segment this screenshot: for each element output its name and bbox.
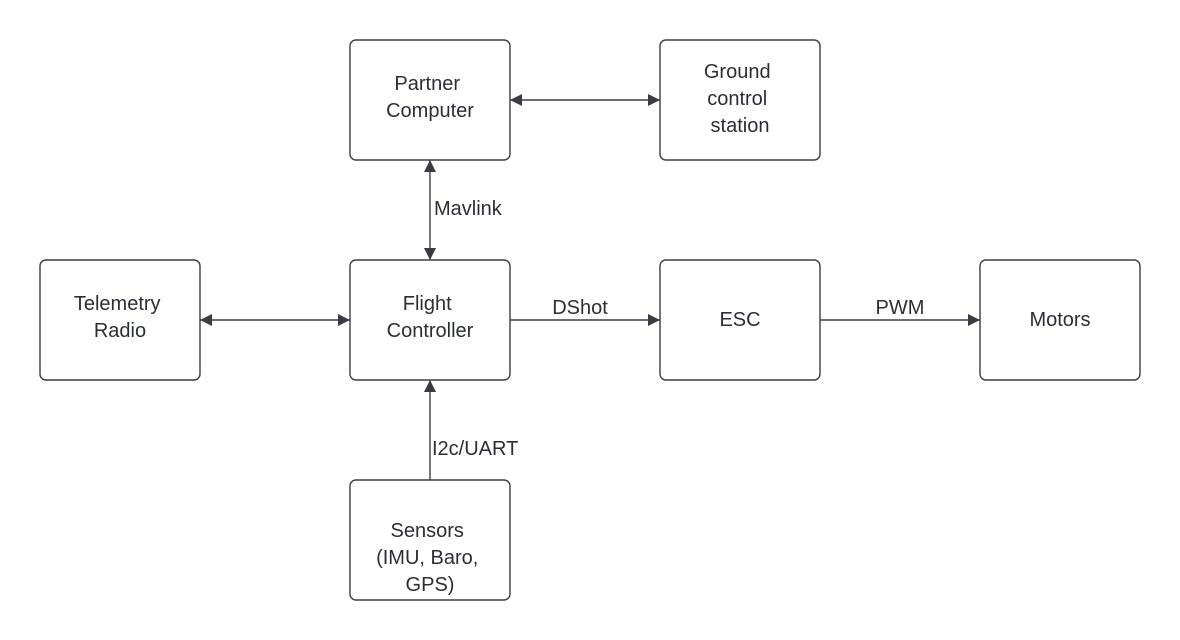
node-esc-label: ESC — [719, 309, 760, 331]
node-motors: Motors — [979, 259, 1141, 381]
edge-label-dshot: DShot — [552, 297, 608, 319]
edge-fc-esc: DShot — [510, 297, 660, 326]
node-telemetry-radio: Telemetry Radio — [39, 259, 201, 381]
node-partner-computer: Partner Computer — [349, 39, 511, 161]
node-flight-controller-box — [349, 259, 511, 381]
node-partner-computer-label: Partner Computer — [386, 73, 474, 122]
node-motors-label: Motors — [1029, 309, 1090, 331]
edge-label-i2c-uart: I2c/UART — [432, 438, 518, 460]
node-flight-controller: Flight Controller — [349, 259, 511, 381]
node-flight-controller-line-1: Flight — [403, 293, 452, 315]
node-esc-line-1: ESC — [719, 309, 760, 331]
edge-sensors-fc: I2c/UART — [424, 380, 518, 480]
node-motors-box — [979, 259, 1141, 381]
node-ground-control-station-line-2: control — [707, 88, 767, 110]
node-sensors: Sensors (IMU, Baro, GPS) — [349, 479, 511, 601]
node-partner-computer-line-2: Computer — [386, 100, 474, 122]
node-ground-control-station-line-1: Ground — [704, 61, 771, 83]
node-partner-computer-box — [349, 39, 511, 161]
node-ground-control-station-label: Ground control station — [704, 61, 776, 137]
node-esc-box — [659, 259, 821, 381]
node-sensors-line-1: Sensors — [391, 520, 464, 542]
node-partner-computer-line-1: Partner — [394, 73, 460, 95]
node-esc: ESC — [659, 259, 821, 381]
node-telemetry-radio-label: Telemetry Radio — [74, 293, 166, 342]
edge-partner-fc: Mavlink — [424, 160, 503, 260]
node-telemetry-radio-line-1: Telemetry — [74, 293, 161, 315]
node-ground-control-station-box — [659, 39, 821, 161]
node-telemetry-radio-box — [39, 259, 201, 381]
node-sensors-box — [349, 479, 511, 601]
node-ground-control-station: Ground control station — [659, 39, 821, 161]
node-ground-control-station-line-3: station — [711, 115, 770, 137]
node-flight-controller-label: Flight Controller — [387, 293, 474, 342]
node-sensors-line-3: GPS) — [406, 574, 455, 596]
edge-label-pwm: PWM — [876, 297, 925, 319]
edge-label-mavlink: Mavlink — [434, 198, 503, 220]
node-telemetry-radio-line-2: Radio — [94, 320, 146, 342]
node-motors-line-1: Motors — [1029, 309, 1090, 331]
node-sensors-line-2: (IMU, Baro, — [376, 547, 478, 569]
edge-esc-motors: PWM — [820, 297, 980, 326]
node-flight-controller-line-2: Controller — [387, 320, 474, 342]
node-sensors-label: Sensors (IMU, Baro, GPS) — [376, 520, 484, 596]
